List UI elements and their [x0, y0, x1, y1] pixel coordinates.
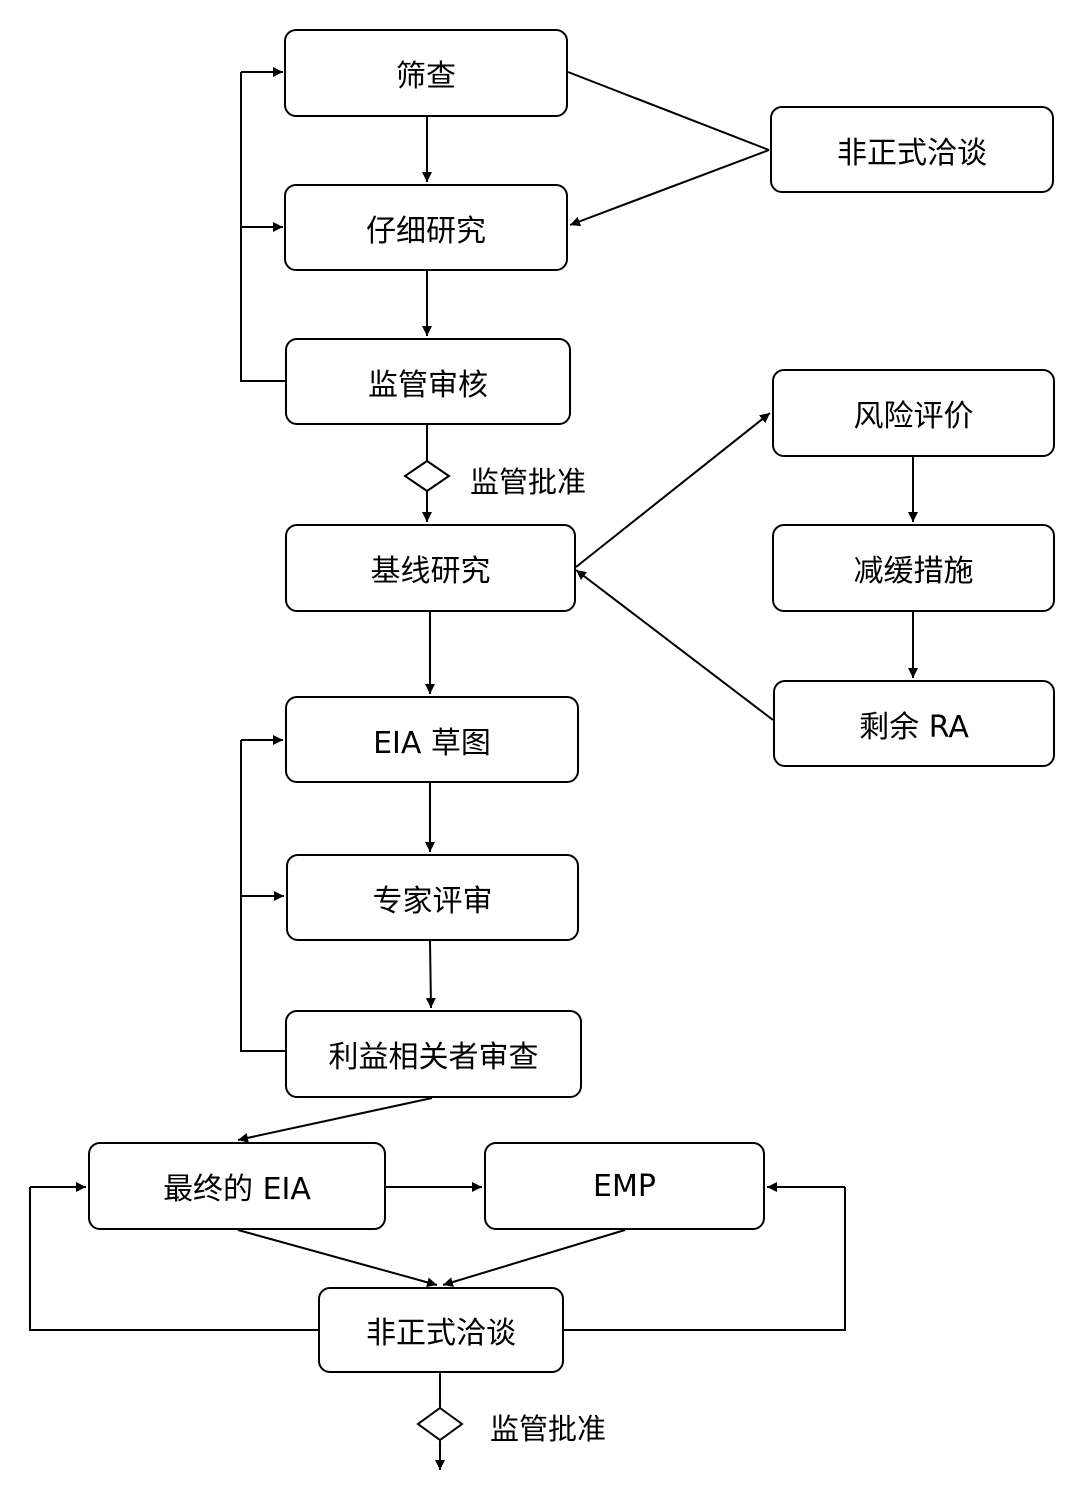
- arrow-baseline-to-risk: [575, 412, 771, 568]
- arrow-expert-to-stakeholder: [425, 940, 436, 1009]
- node-informal-talks-bottom: 非正式洽谈: [318, 1287, 564, 1373]
- feedback-loop-middle: [240, 740, 285, 1052]
- node-screening: 筛查: [284, 29, 568, 117]
- arrow-residual-to-baseline: [575, 569, 774, 721]
- decision-label-regulatory-approval-1: 监管批准: [470, 465, 587, 499]
- node-emp: EMP: [484, 1142, 765, 1230]
- arrow-informal-to-detailed: [569, 149, 770, 227]
- node-detailed-study: 仔细研究: [284, 184, 568, 271]
- node-eia-draft: EIA 草图: [285, 696, 579, 783]
- node-mitigation-measures: 减缓措施: [772, 524, 1055, 612]
- decision-diamond-1: [403, 459, 451, 493]
- arrow-final-to-informal: [237, 1229, 438, 1288]
- feedback-loop-top: [240, 72, 285, 382]
- node-stakeholder-review: 利益相关者审查: [285, 1010, 582, 1098]
- line-screening-to-informal: [567, 71, 770, 151]
- node-residual-ra: 剩余 RA: [773, 680, 1055, 767]
- node-risk-assessment: 风险评价: [772, 369, 1055, 457]
- node-informal-talks-top: 非正式洽谈: [770, 106, 1054, 193]
- node-regulatory-review: 监管审核: [285, 338, 571, 425]
- decision-label-regulatory-approval-2: 监管批准: [490, 1412, 607, 1446]
- arrow-stakeholder-to-final: [237, 1097, 433, 1143]
- loop-informal-to-emp: [564, 1187, 846, 1331]
- node-expert-review: 专家评审: [286, 854, 579, 941]
- loop-informal-to-final: [29, 1187, 318, 1331]
- decision-diamond-2: [416, 1406, 464, 1442]
- arrow-emp-to-informal: [442, 1229, 626, 1287]
- node-baseline-study: 基线研究: [285, 524, 576, 612]
- node-final-eia: 最终的 EIA: [88, 1142, 386, 1230]
